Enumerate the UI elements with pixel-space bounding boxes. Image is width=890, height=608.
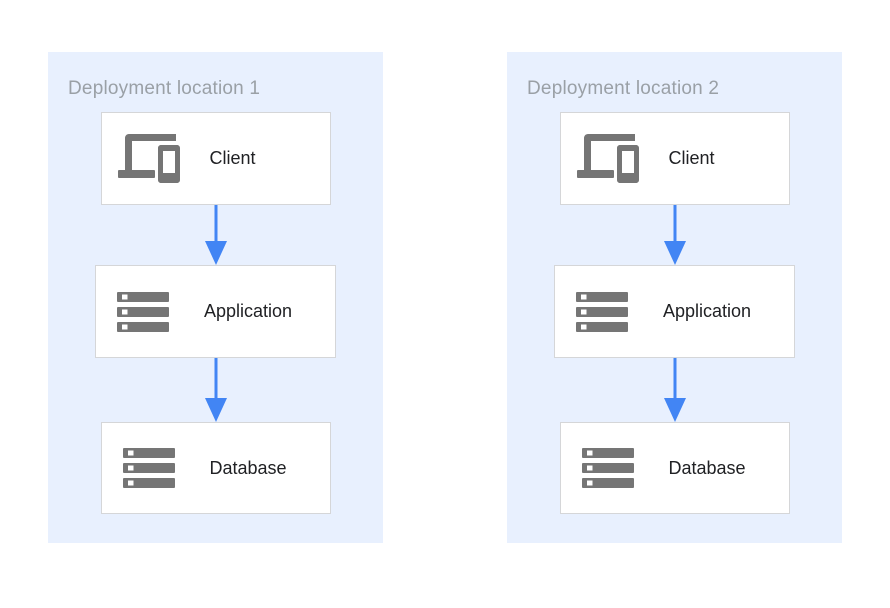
node-client: Client: [559, 112, 790, 205]
node-database: Database: [559, 422, 790, 514]
flow-column: Client Application: [48, 112, 383, 514]
flow-column: Client Application: [507, 112, 842, 514]
node-label: Client: [668, 148, 715, 168]
panel-title: Deployment location 2: [527, 78, 720, 99]
arrow-client-to-application: [204, 205, 227, 265]
server-stack-icon: [577, 448, 639, 488]
node-label: Application: [204, 301, 293, 321]
deployment-location-1-panel: Deployment location 1 Client: [48, 52, 383, 543]
node-application: Application: [554, 265, 795, 358]
node-label: Database: [209, 457, 287, 478]
node-label: Application: [663, 301, 752, 321]
panel-title: Deployment location 1: [68, 78, 261, 99]
devices-icon: [117, 134, 180, 183]
node-application: Application: [95, 265, 336, 358]
node-label: Database: [668, 457, 746, 478]
arrow-application-to-database: [204, 358, 227, 422]
server-stack-icon: [112, 291, 174, 332]
node-label: Client: [209, 148, 256, 168]
arrow-client-to-application: [663, 205, 686, 265]
deployment-location-2-panel: Deployment location 2 Client: [507, 52, 842, 543]
node-client: Client: [100, 112, 331, 205]
node-database: Database: [100, 422, 331, 514]
server-stack-icon: [571, 291, 633, 332]
devices-icon: [576, 134, 639, 183]
arrow-application-to-database: [663, 358, 686, 422]
server-stack-icon: [118, 448, 180, 488]
